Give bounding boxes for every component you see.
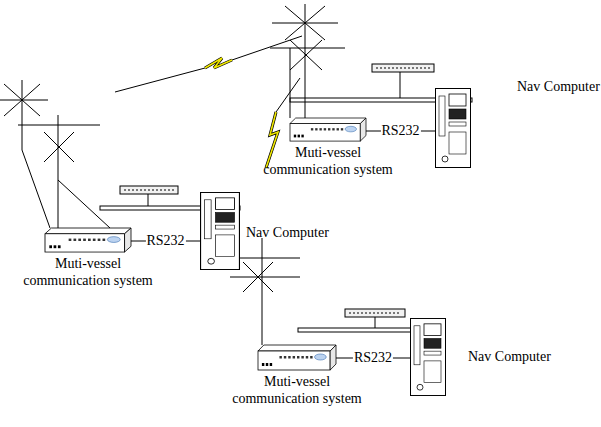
device-label: Muti-vessel communication system [222,373,372,407]
nav-computer: Nav Computer [410,318,446,396]
nav-computer: Nav Computer [435,88,471,168]
serial-connector [366,131,435,132]
interface-label: RS232 [145,234,185,248]
monitor-shelf [100,64,472,332]
tower-shape [410,318,446,396]
comm-system-box: Muti-vessel communication system [45,228,131,253]
tower-shape [435,88,471,168]
nav-computer: Nav Computer [200,192,240,270]
serial-connector [131,241,200,242]
device-shape [258,345,336,371]
antenna [0,80,110,228]
device-shape [45,228,131,253]
computer-label: Nav Computer [468,348,551,365]
comm-system-box: Muti-vessel communication system [258,345,336,371]
comm-system-box: Muti-vessel communication system [290,118,366,142]
computer-label: Nav Computer [246,224,329,241]
device-label: Muti-vessel communication system [13,255,163,289]
device-shape [290,118,366,142]
computer-label: Nav Computer [517,78,600,95]
interface-label: RS232 [353,351,393,365]
tower-shape [200,192,240,270]
radio-link [115,36,302,168]
device-label: Muti-vessel communication system [253,144,403,178]
antenna [270,4,345,118]
serial-connector [336,358,410,359]
antenna [230,238,300,345]
interface-label: RS232 [380,124,420,138]
